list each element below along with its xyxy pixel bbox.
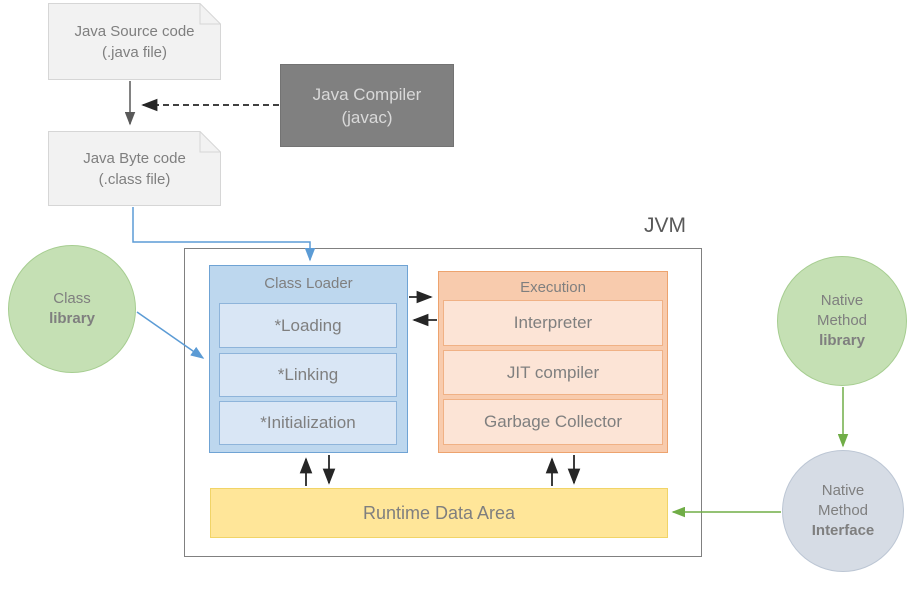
native-method-interface-circle: Native Method Interface [782,450,904,572]
native-interface-line3: Interface [811,522,875,539]
class-loader-box: Class Loader *Loading *Linking *Initiali… [209,265,408,453]
loader-item-initialization: *Initialization [219,401,397,445]
exec-item-interpreter: Interpreter [443,300,663,346]
java-compiler-box: Java Compiler (javac) [280,64,454,147]
native-interface-line2: Method [817,502,869,519]
exec-item-garbage-collector: Garbage Collector [443,399,663,445]
java-compiler-line2: (javac) [341,107,393,127]
native-library-line3: library [819,332,865,349]
java-source-doc-label: Java Source code (.java file) [48,3,221,80]
native-method-library-circle: Native Method library [777,256,907,386]
execution-box: Execution Interpreter JIT compiler Garba… [438,271,668,453]
exec-item-jit-compiler: JIT compiler [443,350,663,395]
java-bytecode-line1: Java Byte code [83,149,186,167]
runtime-data-area-label: Runtime Data Area [362,502,516,523]
java-bytecode-doc-label: Java Byte code (.class file) [48,131,221,206]
loader-item-linking: *Linking [219,353,397,397]
native-library-line2: Method [816,312,868,329]
java-bytecode-line2: (.class file) [98,170,171,188]
java-compiler-line1: Java Compiler [312,84,422,104]
jvm-label: JVM [644,214,686,237]
java-source-line2: (.java file) [101,43,168,61]
class-loader-title: Class Loader [264,275,353,292]
class-library-line1: Class [53,290,91,307]
java-source-line1: Java Source code [74,22,195,40]
runtime-data-area-box: Runtime Data Area [210,488,668,538]
class-library-line2: library [49,310,95,327]
native-library-line1: Native [820,292,864,309]
class-library-circle: Class library [8,245,136,373]
java-source-doc-shape [48,3,221,80]
native-interface-line1: Native [821,482,865,499]
loader-item-loading: *Loading [219,303,397,348]
execution-title: Execution [520,279,586,296]
java-bytecode-doc-shape [48,131,221,206]
